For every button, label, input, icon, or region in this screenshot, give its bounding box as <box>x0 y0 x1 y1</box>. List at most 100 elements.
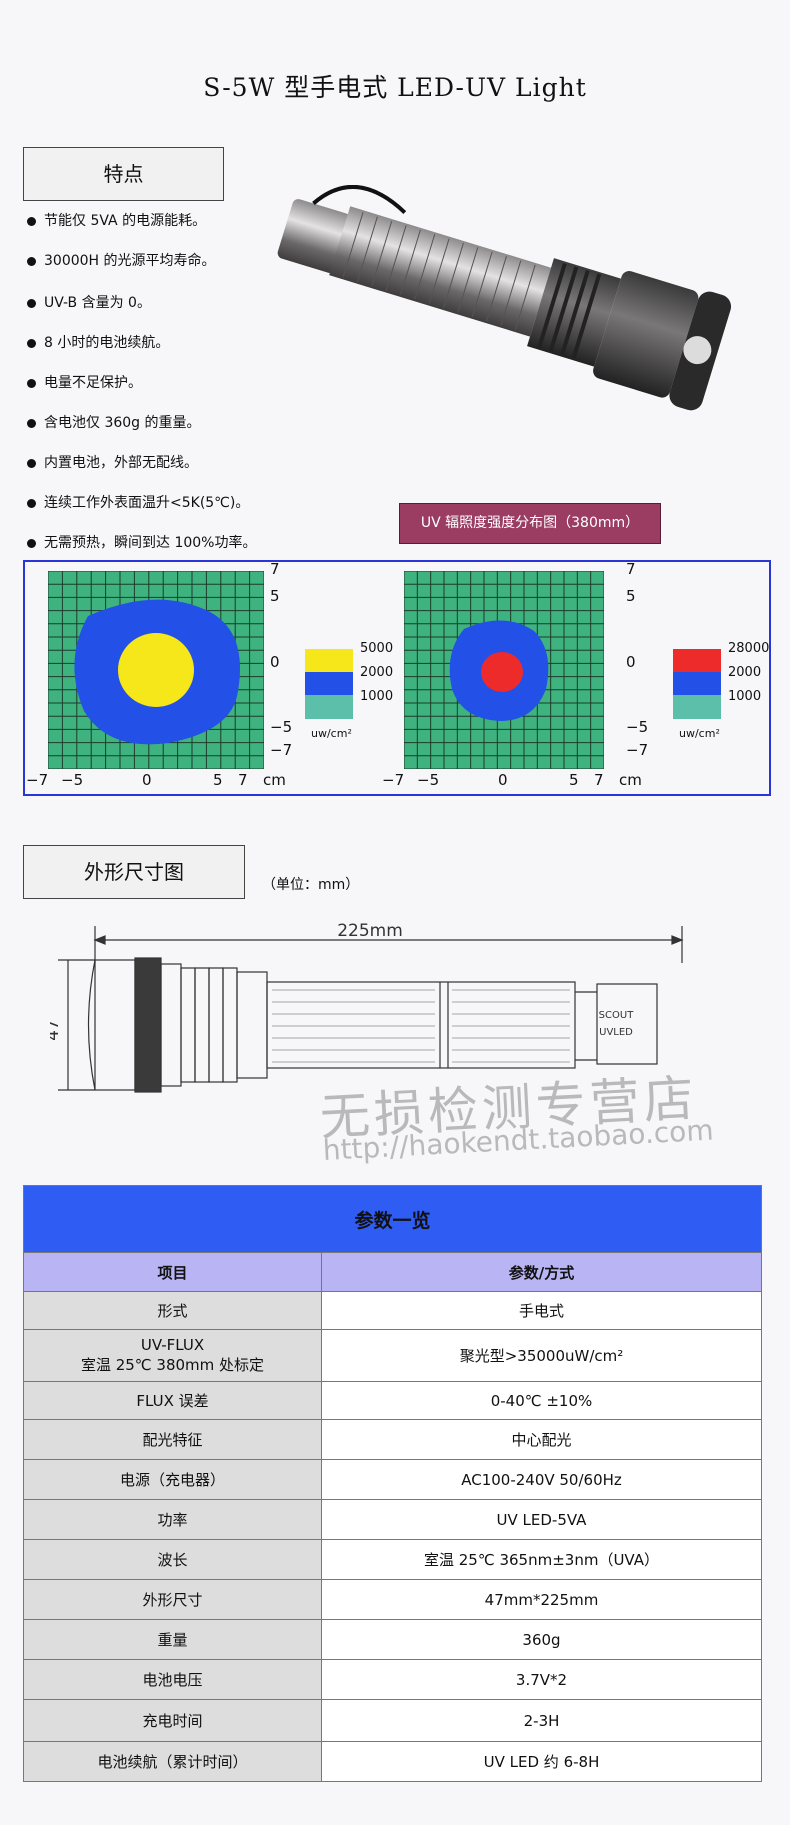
axis-tick-label: −5 <box>417 771 440 789</box>
dimension-drawing: 225mm 47 SCOUT UVLED <box>50 921 684 1093</box>
feature-text: 电量不足保护。 <box>44 375 142 391</box>
axis-unit-label: cm <box>619 771 642 789</box>
legend-swatch <box>305 695 353 719</box>
feature-text: UV-B 含量为 0。 <box>44 295 151 311</box>
header-item: 项目 <box>23 1252 322 1292</box>
axis-tick-label: −5 <box>61 771 84 789</box>
feature-text: 无需预热，瞬间到达 100%功率。 <box>44 535 257 551</box>
bullet-icon <box>27 458 36 468</box>
feature-item: 内置电池，外部无配线。 <box>27 452 198 472</box>
bullet-icon <box>27 378 36 388</box>
legend-swatch <box>305 672 353 696</box>
irradiance-title: UV 辐照度强度分布图（380mm） <box>399 503 661 544</box>
axis-tick-label: −7 <box>382 771 405 789</box>
irradiance-grid-right <box>404 571 604 769</box>
feature-text: 连续工作外表面温升<5K(5℃)。 <box>44 495 250 511</box>
dimensions-heading: 外形尺寸图 <box>23 845 245 899</box>
spec-value-cell: 2-3H <box>321 1699 762 1742</box>
bullet-icon <box>27 418 36 428</box>
axis-tick-label: −5 <box>626 718 649 736</box>
legend-unit: uw/cm² <box>679 727 720 740</box>
feature-text: 8 小时的电池续航。 <box>44 335 170 351</box>
table-row: 波长室温 25℃ 365nm±3nm（UVA） <box>23 1539 762 1580</box>
axis-tick-label: 5 <box>213 771 223 789</box>
feature-item: 8 小时的电池续航。 <box>27 332 169 352</box>
spec-name-cell: 外形尺寸 <box>23 1579 322 1620</box>
spec-name-cell: 形式 <box>23 1291 322 1330</box>
feature-item: 节能仅 5VA 的电源能耗。 <box>27 210 206 230</box>
spec-value-cell: UV LED 约 6-8H <box>321 1741 762 1782</box>
spec-name-cell: 功率 <box>23 1499 322 1540</box>
axis-tick-label: 0 <box>142 771 152 789</box>
length-label: 225mm <box>337 921 403 941</box>
legend-label: 2000 <box>728 665 762 680</box>
axis-tick-label: −7 <box>270 741 293 759</box>
legend-swatch <box>305 649 353 673</box>
table-row: 形式手电式 <box>23 1291 762 1330</box>
legend-label: 1000 <box>728 689 762 704</box>
spec-value-cell: AC100-240V 50/60Hz <box>321 1459 762 1500</box>
axis-tick-label: −5 <box>270 718 293 736</box>
spec-table-header: 项目 参数/方式 <box>23 1252 762 1292</box>
axis-tick-label: 7 <box>626 560 636 578</box>
axis-tick-label: −7 <box>26 771 49 789</box>
spec-name-cell: 配光特征 <box>23 1419 322 1460</box>
spec-value-cell: 中心配光 <box>321 1419 762 1460</box>
axis-tick-label: 5 <box>626 587 636 605</box>
feature-item: UV-B 含量为 0。 <box>27 292 151 312</box>
cap-text-2: UVLED <box>599 1027 633 1038</box>
legend-swatch <box>673 672 721 696</box>
spec-name-cell: UV-FLUX 室温 25℃ 380mm 处标定 <box>23 1329 322 1382</box>
bullet-icon <box>27 256 36 266</box>
spec-table-caption: 参数一览 <box>23 1185 762 1253</box>
axis-tick-label: 7 <box>238 771 248 789</box>
axis-tick-label: 5 <box>270 587 280 605</box>
cap-text-1: SCOUT <box>599 1010 635 1021</box>
table-row: 电池续航（累计时间）UV LED 约 6-8H <box>23 1741 762 1782</box>
spec-name-cell: 重量 <box>23 1619 322 1660</box>
feature-item: 无需预热，瞬间到达 100%功率。 <box>27 532 256 552</box>
spec-value-cell: 聚光型>35000uW/cm² <box>321 1329 762 1382</box>
feature-item: 连续工作外表面温升<5K(5℃)。 <box>27 492 249 512</box>
spec-name-cell: 电源（充电器） <box>23 1459 322 1500</box>
spec-value-cell: 360g <box>321 1619 762 1660</box>
spec-value-cell: 0-40℃ ±10% <box>321 1381 762 1420</box>
irradiance-grid-left <box>48 571 264 769</box>
unit-note: （单位：mm） <box>262 877 360 893</box>
feature-item: 含电池仅 360g 的重量。 <box>27 412 201 432</box>
header-value: 参数/方式 <box>321 1252 762 1292</box>
spec-name-cell: FLUX 误差 <box>23 1381 322 1420</box>
flashlight-photo <box>277 185 732 411</box>
axis-tick-label: 0 <box>498 771 508 789</box>
axis-tick-label: 7 <box>270 560 280 578</box>
axis-tick-label: 5 <box>569 771 579 789</box>
legend-unit: uw/cm² <box>311 727 352 740</box>
axis-unit-label: cm <box>263 771 286 789</box>
feature-text: 内置电池，外部无配线。 <box>44 455 198 471</box>
page-title: S-5W 型手电式 LED-UV Light <box>203 73 587 102</box>
uv-zone-5000 <box>118 633 194 707</box>
feature-text: 含电池仅 360g 的重量。 <box>44 415 201 431</box>
spec-value-cell: 室温 25℃ 365nm±3nm（UVA） <box>321 1539 762 1580</box>
bullet-icon <box>27 498 36 508</box>
legend-swatch <box>673 649 721 673</box>
axis-tick-label: 7 <box>594 771 604 789</box>
axis-tick-label: 0 <box>270 653 280 671</box>
feature-text: 30000H 的光源平均寿命。 <box>44 253 216 269</box>
spec-name-cell: 波长 <box>23 1539 322 1580</box>
legend-label: 1000 <box>360 689 394 704</box>
spec-name-cell: 电池电压 <box>23 1659 322 1700</box>
spec-name-cell: 充电时间 <box>23 1699 322 1742</box>
uv-zone-28000 <box>481 652 523 692</box>
legend-label: 5000 <box>360 641 394 656</box>
table-row: 配光特征中心配光 <box>23 1419 762 1460</box>
bullet-icon <box>27 216 36 226</box>
